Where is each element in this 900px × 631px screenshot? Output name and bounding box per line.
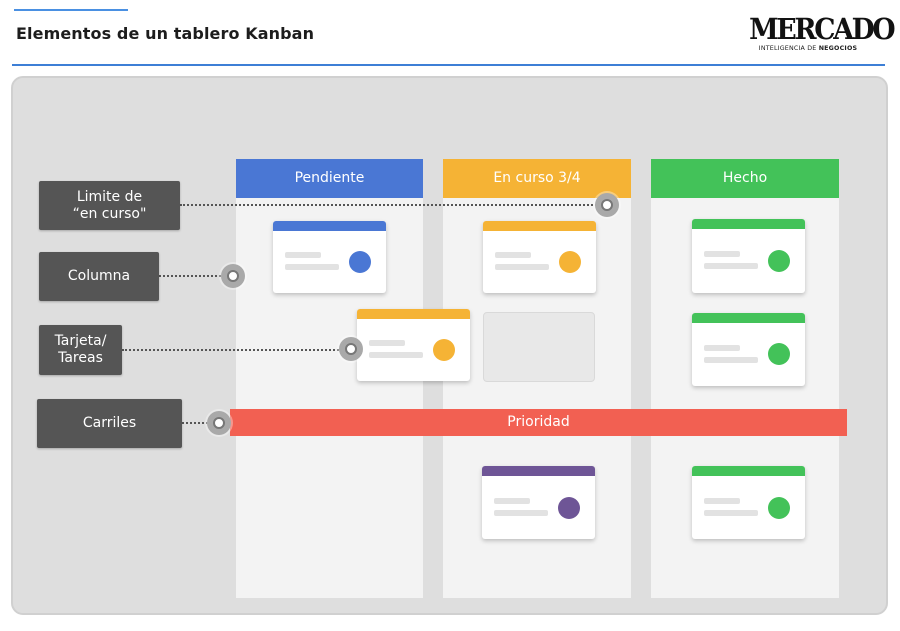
column-header-en-curso[interactable]: En curso 3/4 (443, 159, 631, 198)
card-text-line (704, 498, 740, 504)
swimlane-prioridad[interactable]: Prioridad (230, 409, 847, 436)
kanban-card[interactable] (483, 221, 596, 293)
card-color-bar (273, 221, 386, 231)
cards-marker (339, 337, 363, 361)
logo-wordmark: MERCADO (749, 12, 896, 46)
card-color-bar (692, 219, 805, 229)
card-color-bar (357, 309, 470, 319)
logo-tagline-prefix: INTELIGENCIA DE (758, 45, 819, 52)
header-accent-line (14, 9, 128, 11)
card-avatar-dot (768, 250, 790, 272)
kanban-card[interactable] (692, 466, 805, 539)
card-text-line (369, 352, 423, 358)
mercado-logo: MERCADO INTELIGENCIA DE NEGOCIOS (744, 12, 896, 58)
label-lanes: Carriles (37, 399, 182, 448)
label-cards: Tarjeta/ Tareas (39, 325, 122, 375)
label-wip-limit: Limite de “en curso" (39, 181, 180, 230)
card-text-line (704, 357, 758, 363)
card-color-bar (482, 466, 595, 476)
column-header-hecho[interactable]: Hecho (651, 159, 839, 198)
kanban-card[interactable] (273, 221, 386, 293)
card-text-line (704, 263, 758, 269)
card-avatar-dot (768, 497, 790, 519)
column-marker (221, 264, 245, 288)
card-text-line (704, 345, 740, 351)
logo-tagline-bold: NEGOCIOS (818, 45, 858, 52)
lanes-marker (207, 411, 231, 435)
connector-column (159, 275, 225, 277)
card-color-bar (483, 221, 596, 231)
logo-tagline: INTELIGENCIA DE NEGOCIOS (744, 45, 872, 52)
card-text-line (704, 251, 740, 257)
card-text-line (704, 510, 758, 516)
card-avatar-dot (433, 339, 455, 361)
card-text-line (369, 340, 405, 346)
kanban-card-dragged[interactable] (357, 309, 470, 381)
card-text-line (495, 264, 549, 270)
card-color-bar (692, 313, 805, 323)
label-column: Columna (39, 252, 159, 301)
kanban-card[interactable] (692, 313, 805, 386)
card-placeholder (483, 312, 595, 382)
card-text-line (495, 252, 531, 258)
connector-cards (122, 349, 342, 351)
card-color-bar (692, 466, 805, 476)
card-avatar-dot (558, 497, 580, 519)
kanban-card[interactable] (482, 466, 595, 539)
card-avatar-dot (349, 251, 371, 273)
card-text-line (285, 264, 339, 270)
wip-limit-marker (595, 193, 619, 217)
card-avatar-dot (559, 251, 581, 273)
connector-wip-limit (180, 204, 604, 206)
card-text-line (285, 252, 321, 258)
page-title: Elementos de un tablero Kanban (16, 24, 315, 43)
kanban-card[interactable] (692, 219, 805, 293)
card-text-line (494, 498, 530, 504)
card-avatar-dot (768, 343, 790, 365)
connector-lanes (182, 422, 208, 424)
column-header-pendiente[interactable]: Pendiente (236, 159, 423, 198)
header-divider (12, 64, 885, 66)
card-text-line (494, 510, 548, 516)
